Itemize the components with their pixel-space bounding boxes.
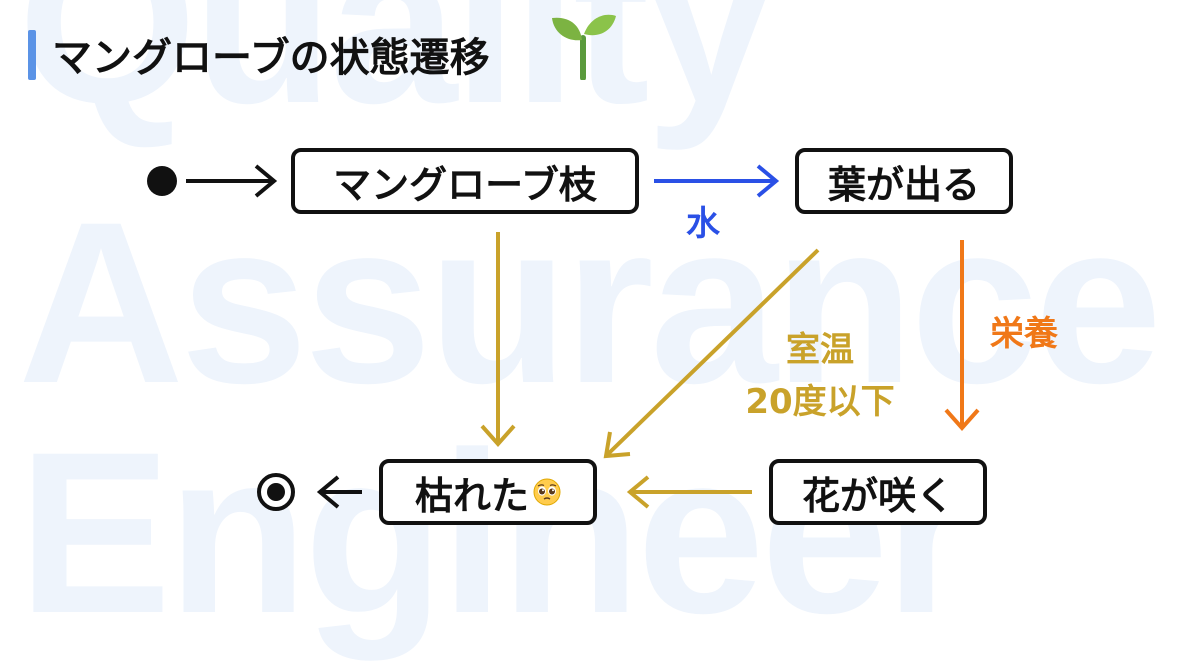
transition-label-nutrition: 栄養: [990, 314, 1058, 354]
water-arrowhead: [756, 164, 780, 198]
state-mangrove-branch: マングローブ枝: [291, 148, 639, 214]
final-arrowhead: [316, 475, 340, 509]
room-temp-line-2: 20度以下: [745, 382, 895, 422]
leaf-wither-arrowhead: [603, 431, 631, 459]
state-leaf-out: 葉が出る: [795, 148, 1013, 214]
pleading-face-icon: [533, 478, 561, 506]
state-bloom: 花が咲く: [769, 459, 987, 525]
state-diagram: [147, 164, 980, 511]
nutrition-arrowhead: [944, 408, 980, 432]
branch-wither-arrowhead: [480, 424, 516, 448]
transition-label-room-temp: 室温 20度以下: [720, 324, 920, 428]
final-state-dot: [267, 483, 285, 501]
bloom-wither-arrowhead: [626, 475, 650, 509]
title-accent-bar: [28, 30, 36, 80]
state-withered-label: 枯れた: [414, 473, 529, 518]
seedling-icon: [552, 14, 616, 80]
page-title: マングローブの状態遷移: [52, 35, 490, 81]
initial-state-dot: [147, 166, 177, 196]
state-withered: 枯れた: [379, 459, 597, 525]
room-temp-line-1: 室温: [786, 330, 854, 370]
transition-label-water: 水: [686, 204, 720, 244]
initial-arrowhead: [254, 164, 278, 198]
leaf-wither-arrow-line: [606, 248, 820, 456]
